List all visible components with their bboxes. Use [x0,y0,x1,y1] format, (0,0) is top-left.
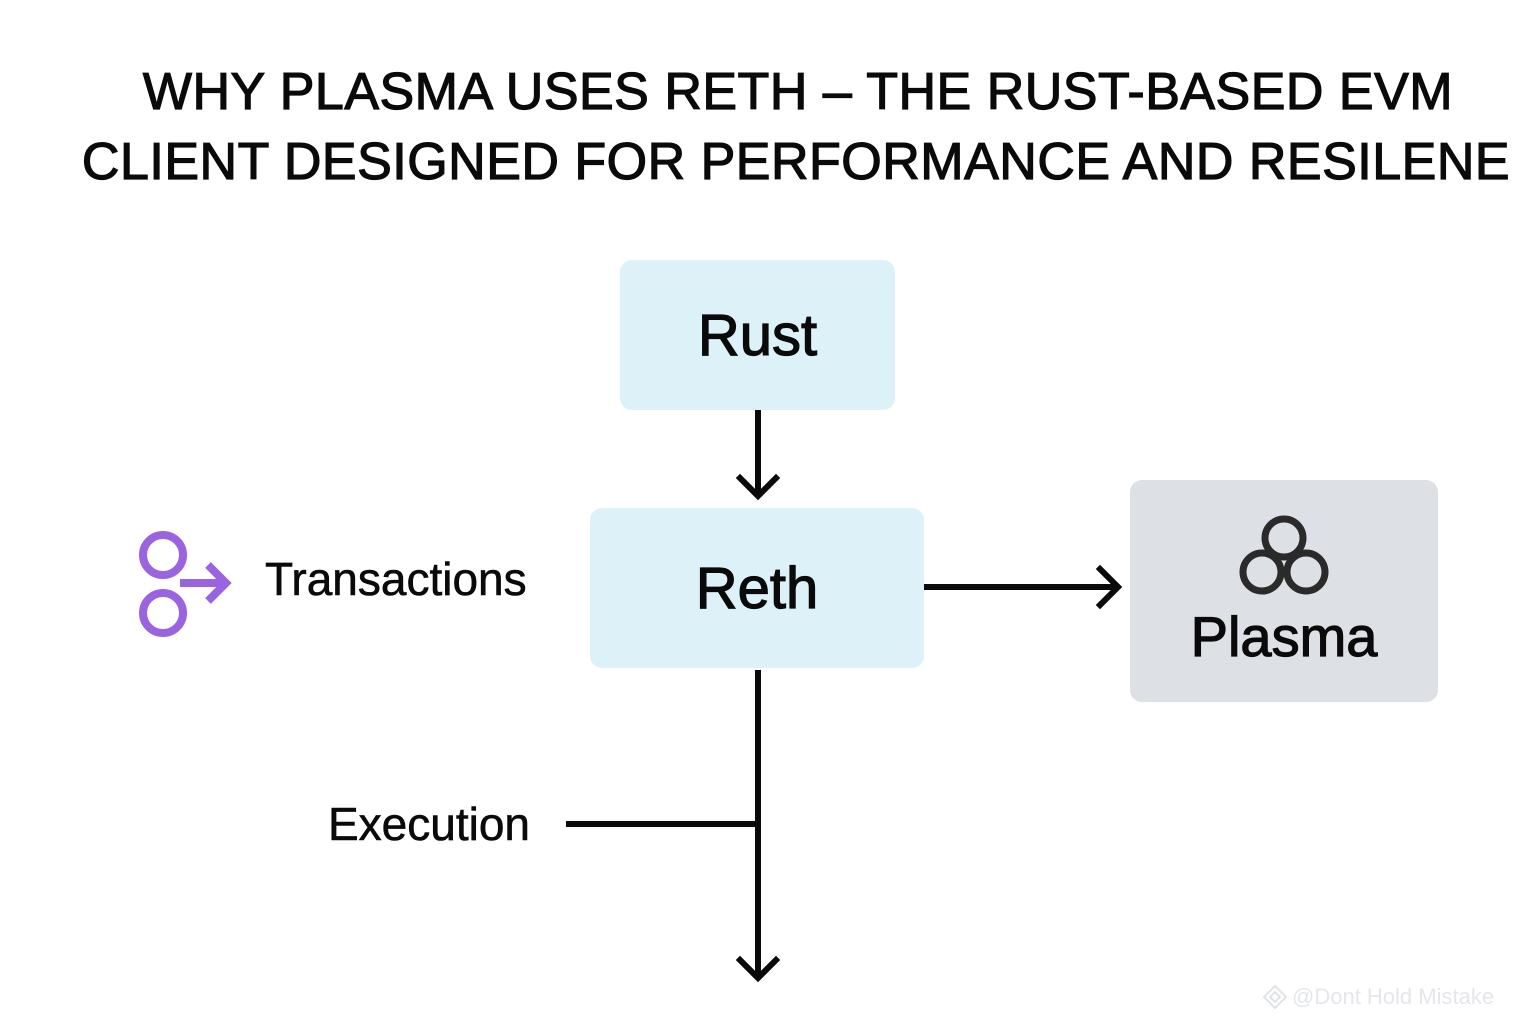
node-rust-label: Rust [697,302,818,368]
watermark-text: @Dont Hold Mistake [1292,984,1495,1009]
transactions-label: Transactions [265,553,527,606]
node-plasma: Plasma [1130,480,1438,702]
title-line-1: WHY PLASMA USES RETH – THE RUST-BASED EV… [142,62,1454,121]
binance-diamond-icon [1262,984,1288,1010]
node-reth: Reth [590,508,924,668]
arrow-reth-down [735,670,781,983]
node-rust: Rust [620,260,895,410]
arrow-rust-to-reth [735,410,781,501]
title-line-2: CLIENT DESIGNED FOR PERFORMANCE AND RESI… [81,132,1511,191]
watermark: @Dont Hold Mistake [1262,984,1494,1010]
trefoil-rings-icon [1239,515,1329,594]
execution-label: Execution [328,798,531,851]
node-plasma-label: Plasma [1190,604,1378,668]
arrow-reth-to-plasma [924,564,1123,610]
node-reth-label: Reth [695,555,819,621]
transactions-split-arrow-icon [139,531,232,637]
